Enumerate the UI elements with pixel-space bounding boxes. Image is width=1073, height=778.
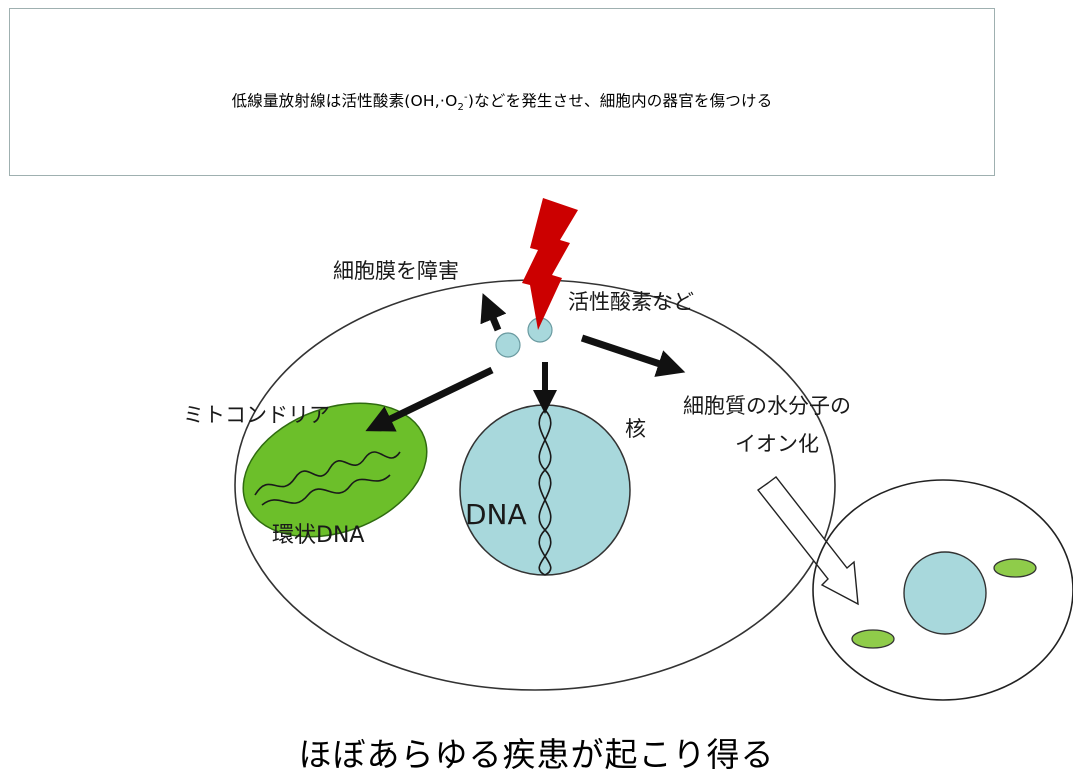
hollow-arrow-to-cell bbox=[756, 476, 859, 606]
small-organelle-1 bbox=[993, 558, 1037, 578]
headline-box: 低線量放射線は活性酸素(OH,·O2-)などを発生させ、細胞内の器官を傷つける bbox=[9, 8, 995, 176]
label-membrane-damage: 細胞膜を障害 bbox=[333, 259, 459, 283]
arrow-to-cytoplasm bbox=[580, 334, 686, 377]
nucleus-shape bbox=[459, 404, 631, 576]
label-dna: DNA bbox=[465, 498, 527, 531]
small-cell-membrane bbox=[812, 479, 1073, 701]
radiation-lightning bbox=[522, 198, 578, 330]
label-nucleus: 核 bbox=[625, 417, 646, 441]
label-ros: 活性酸素など bbox=[568, 290, 694, 314]
ros-bubble-1 bbox=[495, 332, 521, 358]
caption: ほぼあらゆる疾患が起こり得る bbox=[298, 735, 775, 774]
label-mitochondria: ミトコンドリア bbox=[183, 403, 330, 427]
label-cytoplasm-line1: 細胞質の水分子の bbox=[683, 394, 851, 418]
arrow-to-mitochondria bbox=[365, 366, 494, 432]
circular-dna-strand bbox=[254, 451, 401, 506]
dna-helix bbox=[538, 409, 552, 576]
small-organelle-2 bbox=[851, 629, 895, 649]
arrow-to-membrane bbox=[480, 293, 507, 332]
label-cytoplasm-line2: イオン化 bbox=[735, 432, 819, 456]
headline-text: 低線量放射線は活性酸素(OH,·O2-)などを発生させ、細胞内の器官を傷つける bbox=[231, 91, 773, 114]
label-circular-dna: 環状DNA bbox=[272, 523, 365, 548]
small-cell-nucleus bbox=[903, 551, 987, 635]
